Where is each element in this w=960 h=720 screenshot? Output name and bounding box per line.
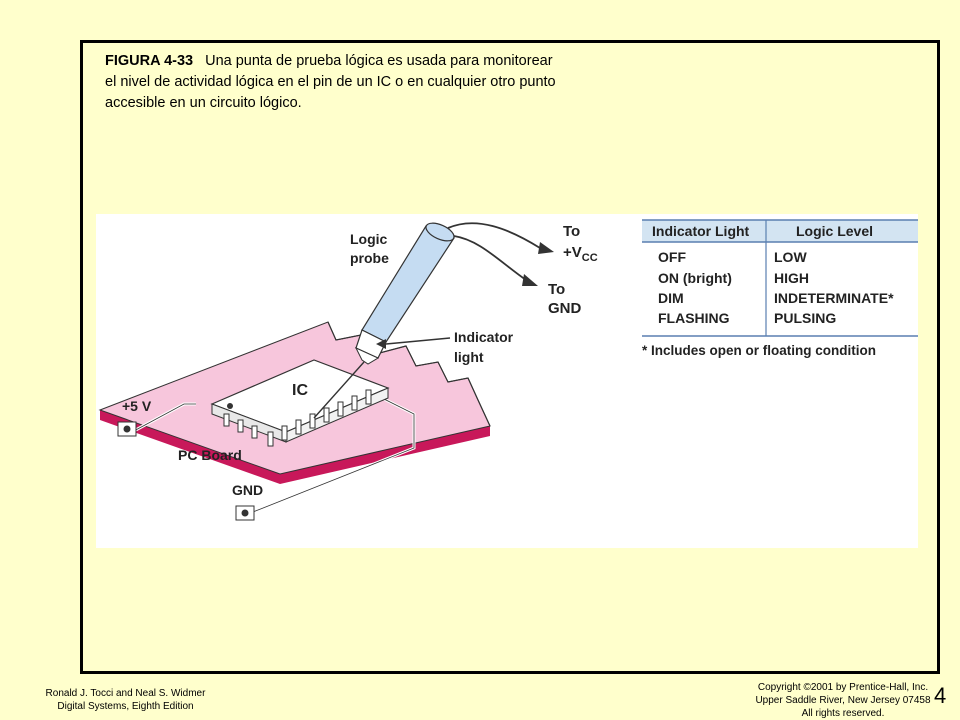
probe-label-1: Logic xyxy=(350,231,388,247)
footer-authors: Ronald J. Tocci and Neal S. Widmer Digit… xyxy=(33,687,218,713)
to-vcc-label-2: +VCC xyxy=(563,244,598,264)
ic-chip xyxy=(210,359,390,447)
caption-text: Una punta de prueba lógica es usada para… xyxy=(105,53,556,111)
table-cell: DIM xyxy=(658,290,684,306)
pcb-label: PC Board xyxy=(178,447,242,463)
table-cell: INDETERMINATE* xyxy=(774,290,894,306)
table-cell: FLASHING xyxy=(658,310,730,326)
chapter-number: 4 xyxy=(934,683,947,708)
table-header-indicator: Indicator Light xyxy=(652,223,750,239)
to-vcc-subscript: CC xyxy=(582,252,598,264)
ic-label: IC xyxy=(292,382,308,399)
table-cell: PULSING xyxy=(774,310,836,326)
to-gnd-label-2: GND xyxy=(548,300,582,317)
footer-copyright: Copyright ©2001 by Prentice-Hall, Inc. U… xyxy=(738,681,948,720)
indicator-arrow xyxy=(376,337,451,349)
table-header-level: Logic Level xyxy=(796,223,873,239)
table-cell: ON (bright) xyxy=(658,270,732,286)
table-footnote: * Includes open or floating condition xyxy=(642,343,876,358)
probe-label-2: probe xyxy=(350,250,389,266)
footer-copyright-line2: Upper Saddle River, New Jersey 07458 xyxy=(755,695,931,706)
table-cell: OFF xyxy=(658,249,686,265)
to-gnd-label-1: To xyxy=(548,281,565,298)
plus5-terminal xyxy=(117,421,137,437)
footer-authors-line2: Digital Systems, Eighth Edition xyxy=(57,701,194,712)
table-cell: LOW xyxy=(774,249,807,265)
footer-copyright-line1: Copyright ©2001 by Prentice-Hall, Inc. xyxy=(757,682,929,693)
indicator-table: Indicator Light Logic Level OFF LOW ON (… xyxy=(642,219,918,358)
gnd-terminal xyxy=(235,505,255,521)
indicator-label-2: light xyxy=(454,349,484,365)
to-vcc-label-1: To xyxy=(563,223,580,240)
to-vcc-plus-v: +V xyxy=(563,244,582,261)
footer-authors-line1: Ronald J. Tocci and Neal S. Widmer xyxy=(45,688,206,699)
indicator-label-1: Indicator xyxy=(454,329,514,345)
plus5-label: +5 V xyxy=(122,398,152,414)
figure-label: FIGURA 4-33 xyxy=(105,53,194,69)
probe-wires xyxy=(447,222,554,286)
footer-copyright-line3: All rights reserved. xyxy=(801,708,885,719)
logic-probe-diagram: Logic probe To +VCC To GND Indicator lig… xyxy=(98,219,918,521)
table-cell: HIGH xyxy=(774,270,809,286)
figure-area: Logic probe To +VCC To GND Indicator lig… xyxy=(96,214,918,548)
gnd-label: GND xyxy=(232,482,263,498)
